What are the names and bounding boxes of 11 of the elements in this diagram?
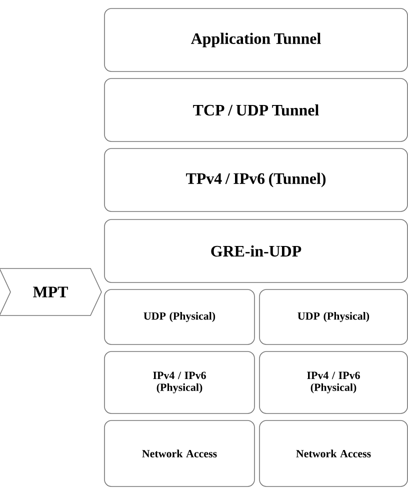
layer-box: Network Access [104,420,255,487]
layer-box: Application Tunnel [104,8,408,72]
layer-box: TCP / UDP Tunnel [104,78,408,142]
layer-box: UDP (Physical) [104,289,255,345]
chevron-label: MPT [0,268,102,316]
layer-box: UDP (Physical) [259,289,408,345]
layer-box: Network Access [259,420,408,487]
layer-box: IPv4 / IPv6 (Physical) [104,351,255,414]
layer-box: TPv4 / IPv6 (Tunnel) [104,148,408,212]
layer-box: IPv4 / IPv6 (Physical) [259,351,408,414]
layer-box: GRE-in-UDP [104,219,408,283]
